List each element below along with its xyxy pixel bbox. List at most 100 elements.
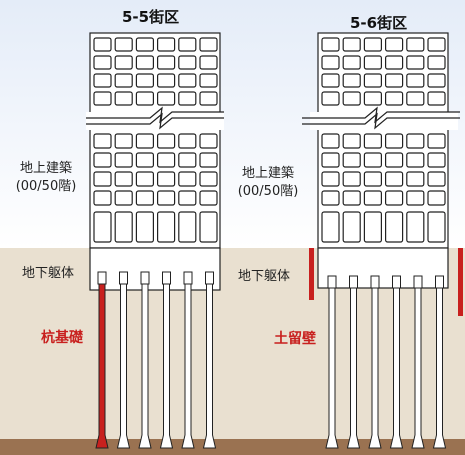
window — [385, 37, 404, 52]
window — [406, 211, 425, 243]
window — [157, 37, 176, 52]
window — [321, 55, 340, 70]
window — [93, 91, 112, 106]
above-ground-label-5-6: 地上建築 (00/50階) — [228, 165, 308, 201]
window — [342, 133, 361, 149]
window — [199, 91, 218, 106]
retaining-wall-left — [309, 248, 314, 300]
window — [427, 133, 446, 149]
window — [93, 73, 112, 88]
window — [427, 171, 446, 187]
title-5-6: 5-6街区 — [350, 14, 408, 32]
pile-cap — [183, 271, 193, 285]
window — [157, 171, 176, 187]
window — [363, 152, 382, 168]
window — [342, 190, 361, 206]
pile — [432, 287, 447, 449]
window — [93, 133, 112, 149]
window — [93, 37, 112, 52]
window — [321, 133, 340, 149]
window — [135, 73, 154, 88]
window — [427, 55, 446, 70]
windows-5-5 — [93, 37, 218, 243]
pile — [138, 283, 152, 449]
window — [114, 91, 133, 106]
window — [427, 211, 446, 243]
window — [427, 91, 446, 106]
piles-5-6 — [325, 275, 447, 449]
window — [385, 190, 404, 206]
basement-5-5 — [89, 247, 221, 291]
window — [363, 133, 382, 149]
floors-label: (00/50階) — [15, 179, 77, 194]
window — [114, 171, 133, 187]
window — [178, 55, 197, 70]
window — [114, 133, 133, 149]
window — [178, 152, 197, 168]
window — [199, 73, 218, 88]
window — [135, 190, 154, 206]
pile-cap — [97, 271, 107, 285]
window — [342, 152, 361, 168]
window — [135, 211, 154, 243]
window — [199, 171, 218, 187]
window — [427, 152, 446, 168]
pile-highlighted — [95, 283, 109, 449]
window — [385, 91, 404, 106]
pile-cap — [370, 275, 380, 289]
pile — [159, 283, 174, 449]
window — [321, 171, 340, 187]
window — [114, 73, 133, 88]
window — [363, 171, 382, 187]
window — [342, 73, 361, 88]
window — [406, 37, 425, 52]
window — [199, 133, 218, 149]
pile — [368, 287, 382, 449]
window — [199, 190, 218, 206]
pile-cap — [392, 275, 401, 289]
piles-5-5 — [95, 271, 217, 449]
pile-cap — [119, 271, 128, 285]
window — [406, 73, 425, 88]
pile-cap — [327, 275, 337, 289]
above-ground-label: 地上建築 — [19, 161, 72, 176]
window — [178, 133, 197, 149]
pile-cap — [435, 275, 444, 289]
window — [321, 73, 340, 88]
window — [114, 211, 133, 243]
window — [406, 55, 425, 70]
above-ground-label: 地上建築 — [241, 166, 294, 181]
window — [406, 171, 425, 187]
window — [178, 37, 197, 52]
building-5-6 — [302, 32, 463, 449]
window — [135, 37, 154, 52]
window — [363, 37, 382, 52]
window — [427, 190, 446, 206]
window — [178, 190, 197, 206]
window — [385, 211, 404, 243]
window — [385, 171, 404, 187]
window — [157, 211, 176, 243]
window — [93, 152, 112, 168]
window — [135, 91, 154, 106]
window — [93, 171, 112, 187]
window — [321, 37, 340, 52]
window — [114, 55, 133, 70]
pile-cap — [140, 271, 150, 285]
window — [199, 37, 218, 52]
basement-label-5-6: 地下躯体 — [238, 269, 291, 284]
window — [135, 171, 154, 187]
tower-lower — [89, 127, 221, 249]
retaining-wall-right — [458, 248, 463, 316]
window — [363, 73, 382, 88]
window — [385, 152, 404, 168]
pile — [389, 287, 404, 449]
window — [157, 73, 176, 88]
window — [385, 55, 404, 70]
window — [199, 152, 218, 168]
window — [178, 73, 197, 88]
window — [406, 190, 425, 206]
pile — [116, 283, 131, 449]
window — [178, 171, 197, 187]
